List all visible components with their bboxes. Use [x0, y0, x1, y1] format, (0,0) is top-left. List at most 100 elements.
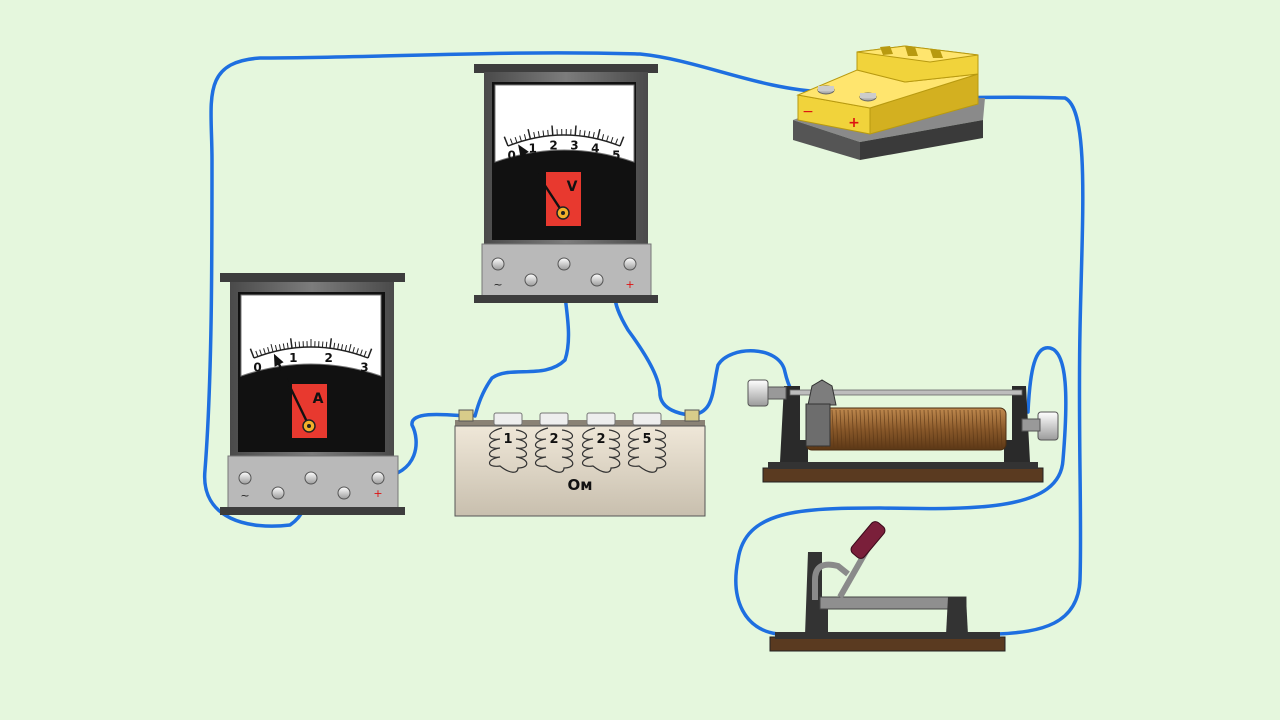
ammeter-foot [220, 507, 405, 515]
knife-switch [769, 520, 1006, 652]
rheostat-coil-turn [935, 409, 939, 449]
vm-tick [610, 136, 614, 143]
switch-base-top [775, 632, 1000, 639]
resistor-box-coil [627, 427, 667, 473]
rheostat-coil-turn [959, 409, 963, 449]
am-scale-label: 0 [253, 360, 261, 374]
vm-tick [606, 135, 609, 142]
resistor-box-plug[interactable] [539, 412, 569, 426]
vm-tick [619, 136, 625, 147]
vm-tick [615, 138, 619, 145]
wires [203, 51, 1085, 636]
ammeter-ac-mark: ~ [240, 489, 249, 502]
am-tick [263, 348, 266, 355]
rheostat-base [762, 467, 1044, 483]
voltmeter-terminal-4[interactable] [590, 273, 604, 287]
rheostat-slider[interactable] [807, 379, 837, 406]
wire-resistorbox-rheostat [688, 349, 792, 417]
switch-arc [812, 561, 850, 600]
rheostat-left-stand [780, 386, 808, 462]
vm-tick [527, 129, 532, 140]
voltmeter-dial [494, 84, 635, 163]
battery-notch-2 [905, 46, 918, 56]
am-tick [282, 343, 285, 350]
vm-tick [523, 134, 527, 141]
am-tick [274, 344, 278, 352]
resistor-box-coil [534, 427, 574, 473]
ammeter-top-rim [220, 273, 405, 282]
am-tick [278, 344, 282, 351]
ammeter-scale-ticks [249, 338, 373, 359]
resistor-box-unit: Ом [567, 476, 592, 494]
ammeter-symbol: A [313, 391, 324, 407]
rheostat-right-knob-neck [1021, 418, 1041, 432]
rheostat-coil-turn [851, 409, 855, 449]
rheostat-coil-turn [963, 409, 967, 449]
am-scale-label: 3 [360, 360, 368, 374]
vm-tick [537, 131, 540, 138]
switch-blade[interactable] [819, 596, 967, 610]
voltmeter-scale-ticks [503, 125, 625, 147]
vm-tick [596, 129, 601, 140]
am-tick [367, 348, 373, 359]
vm-tick [509, 138, 513, 145]
am-scale-label: 2 [325, 351, 333, 365]
rheostat-coil-turn [907, 409, 911, 449]
rheostat-coil-turn [891, 409, 895, 449]
ammeter-terminal-2[interactable] [271, 486, 285, 500]
ammeter-terminal-3[interactable] [304, 471, 318, 485]
am-tick [289, 338, 293, 349]
rheostat-coil-turn [883, 409, 887, 449]
resistor-box-terminal-left[interactable] [458, 409, 474, 422]
voltmeter-terminal-3[interactable] [557, 257, 571, 271]
resistor-box-plug[interactable] [632, 412, 662, 426]
rheostat-coil-turn [899, 409, 903, 449]
battery-notch-1 [880, 46, 893, 55]
vm-tick [592, 132, 595, 139]
wire-voltmeter-resistorbox-left [473, 262, 571, 418]
rheostat-coil-turn [955, 409, 959, 449]
resistor-box-plug[interactable] [586, 412, 616, 426]
battery-minus-label: − [802, 104, 814, 120]
rheostat-right-knob[interactable] [1037, 411, 1059, 441]
ammeter-needle-tip [273, 353, 284, 367]
ammeter-terminal-1[interactable] [238, 471, 252, 485]
rheostat-coil-turn [879, 409, 883, 449]
rheostat-coil-turn [903, 409, 907, 449]
vm-tick [533, 132, 536, 139]
vm-scale-label: 4 [591, 142, 599, 156]
resistor-box-terminal-right[interactable] [684, 409, 700, 422]
voltmeter-scale-arc [507, 134, 621, 147]
rheostat-coil-turn [895, 409, 899, 449]
am-tick [359, 349, 363, 356]
voltmeter-terminal-2[interactable] [524, 273, 538, 287]
resistor-box-body [454, 425, 706, 517]
resistor-box-plug[interactable] [493, 412, 523, 426]
rheostat-coil-turn [871, 409, 875, 449]
rheostat-coil-turn [831, 409, 835, 449]
vm-tick [579, 129, 581, 136]
am-tick [344, 344, 348, 352]
vm-tick [519, 135, 522, 142]
voltmeter-terminal-1[interactable] [491, 257, 505, 271]
rheostat-coil-turn [915, 409, 919, 449]
voltmeter-ac-mark: ~ [493, 278, 502, 291]
battery-notch-3 [930, 49, 943, 58]
am-tick [363, 350, 367, 357]
rheostat-left-knob[interactable] [747, 379, 769, 407]
rheostat-coil-turn [999, 409, 1003, 449]
switch-handle[interactable] [849, 520, 887, 561]
ammeter-terminal-4[interactable] [337, 486, 351, 500]
vm-tick [583, 130, 586, 137]
vm-tick [503, 136, 509, 147]
resistor-box-lid [455, 420, 705, 428]
vm-tick [588, 131, 591, 138]
rheostat-coil-turn [843, 409, 847, 449]
voltmeter-terminal-5[interactable] [623, 257, 637, 271]
vm-tick [574, 125, 577, 136]
ammeter-terminal-5[interactable] [371, 471, 385, 485]
